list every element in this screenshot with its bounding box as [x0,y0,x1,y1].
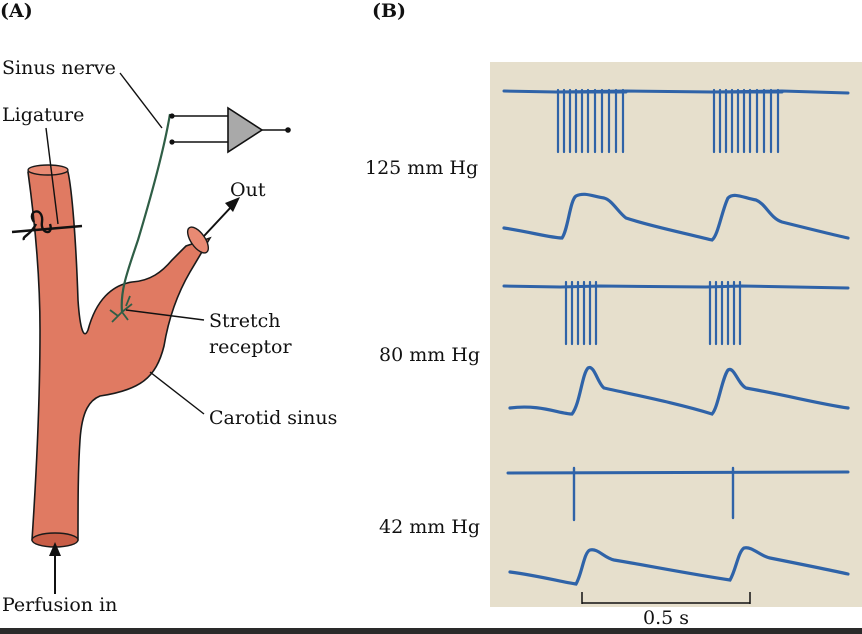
pressure-label-80: 80 mm Hg [379,344,480,366]
pressure-trace-42 [508,546,850,586]
ligature-knot [11,210,83,241]
panel-b-label: (B) [372,0,406,22]
pressure-trace-80 [508,365,850,416]
bottom-rule [0,628,862,634]
recording-amplifier [169,106,291,154]
pressure-label-125: 125 mm Hg [365,157,478,179]
stretch-receptor-endings [109,295,133,323]
spike-trace-80 [502,280,850,346]
panel-a-label: (A) [0,0,33,22]
out-arrow [203,197,240,237]
amplifier-triangle [227,106,264,154]
scale-bar-label: 0.5 s [643,607,689,629]
receptor-label: receptor [209,336,292,358]
sinus-nerve [120,113,172,313]
ligature-label: Ligature [2,104,84,126]
recording-panel: 125 mm Hg 80 mm Hg 42 mm Hg 0.5 s [365,62,862,629]
stretch-label: Stretch [209,310,281,332]
vessel-top-opening [27,164,69,176]
sinus-nerve-label: Sinus nerve [2,57,116,79]
spike-trace-42 [506,466,850,522]
ligature-leader [45,127,59,225]
carotid-artery [27,166,212,546]
perfusion-in-arrow [49,542,61,594]
stretch-receptor-leader [125,309,205,321]
vessel-out-opening [186,226,210,254]
carotid-sinus-label: Carotid sinus [209,407,337,429]
pressure-label-42: 42 mm Hg [379,516,480,538]
carotid-sinus-leader [149,371,205,415]
recording-background [490,62,862,607]
out-label: Out [230,179,266,201]
carotid-artery-diagram: Sinus nerve Ligature Out Stretch recepto… [2,57,337,616]
pressure-trace-125 [502,192,850,242]
time-scale-bar [581,592,751,604]
sinus-nerve-leader [119,72,163,129]
spike-trace-125 [502,88,850,154]
perfusion-in-label: Perfusion in [2,594,117,616]
